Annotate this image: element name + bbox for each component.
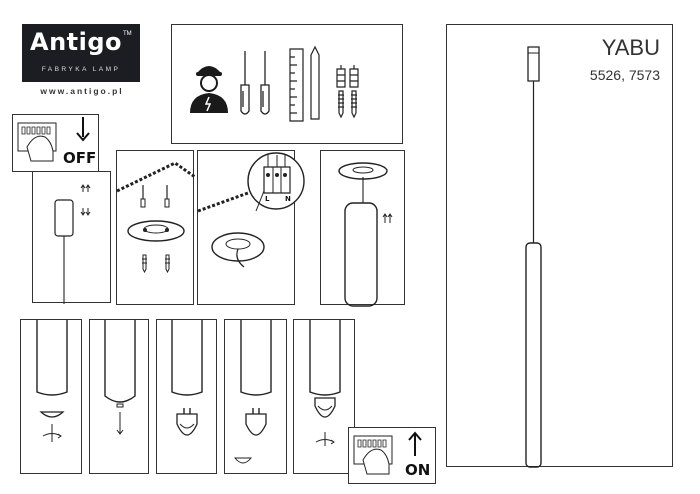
step-bulb-2-illustration bbox=[90, 320, 150, 475]
step-bulb-4-illustration bbox=[225, 320, 288, 475]
step-wiring-illustration bbox=[198, 151, 296, 306]
brand-name: Antigo bbox=[30, 28, 123, 56]
tools-illustration bbox=[190, 25, 404, 145]
product-codes: 5526, 7573 bbox=[589, 67, 660, 83]
product-name: YABU bbox=[601, 35, 660, 60]
step-mount-illustration bbox=[117, 151, 195, 306]
step-bulb-5-panel bbox=[293, 319, 355, 474]
step-cable-panel bbox=[32, 171, 111, 303]
step-bulb-5-illustration bbox=[294, 320, 356, 475]
ruler-icon bbox=[290, 49, 303, 121]
switch-off-label: OFF bbox=[63, 149, 97, 167]
step-bulb-3-illustration bbox=[157, 320, 218, 475]
step-bulb-1-panel bbox=[20, 319, 82, 474]
brand-logo: Antigo TM FABRYKA LAMP bbox=[22, 24, 140, 82]
screwdriver-icon bbox=[241, 51, 269, 114]
step-shade-illustration bbox=[321, 151, 406, 306]
brand-url[interactable]: www.antigo.pl bbox=[40, 86, 124, 96]
step-mount-panel bbox=[116, 150, 194, 305]
step-wiring-panel: L N bbox=[197, 150, 295, 305]
step-shade-panel bbox=[320, 150, 405, 305]
switch-on-illustration bbox=[349, 428, 437, 485]
switch-off-illustration bbox=[13, 115, 100, 173]
wiring-label-n: N bbox=[285, 195, 291, 203]
brand-tagline: FABRYKA LAMP bbox=[41, 66, 121, 73]
wiring-label-l: L bbox=[265, 195, 270, 203]
step-bulb-4-panel bbox=[224, 319, 287, 474]
switch-on-panel: ON bbox=[348, 427, 436, 484]
brand-trademark: TM bbox=[123, 31, 132, 37]
dowels-icon bbox=[337, 65, 358, 117]
switch-on-label: ON bbox=[405, 461, 431, 479]
step-cable-illustration bbox=[33, 172, 112, 304]
tools-panel bbox=[171, 24, 403, 144]
pendant-lamp-illustration bbox=[447, 25, 674, 468]
step-bulb-2-panel bbox=[89, 319, 149, 474]
product-panel: YABU 5526, 7573 bbox=[446, 24, 673, 467]
worker-icon bbox=[190, 66, 228, 113]
step-bulb-3-panel bbox=[156, 319, 217, 474]
pencil-icon bbox=[311, 47, 319, 119]
step-bulb-1-illustration bbox=[21, 320, 83, 475]
switch-off-panel: OFF bbox=[12, 114, 99, 172]
